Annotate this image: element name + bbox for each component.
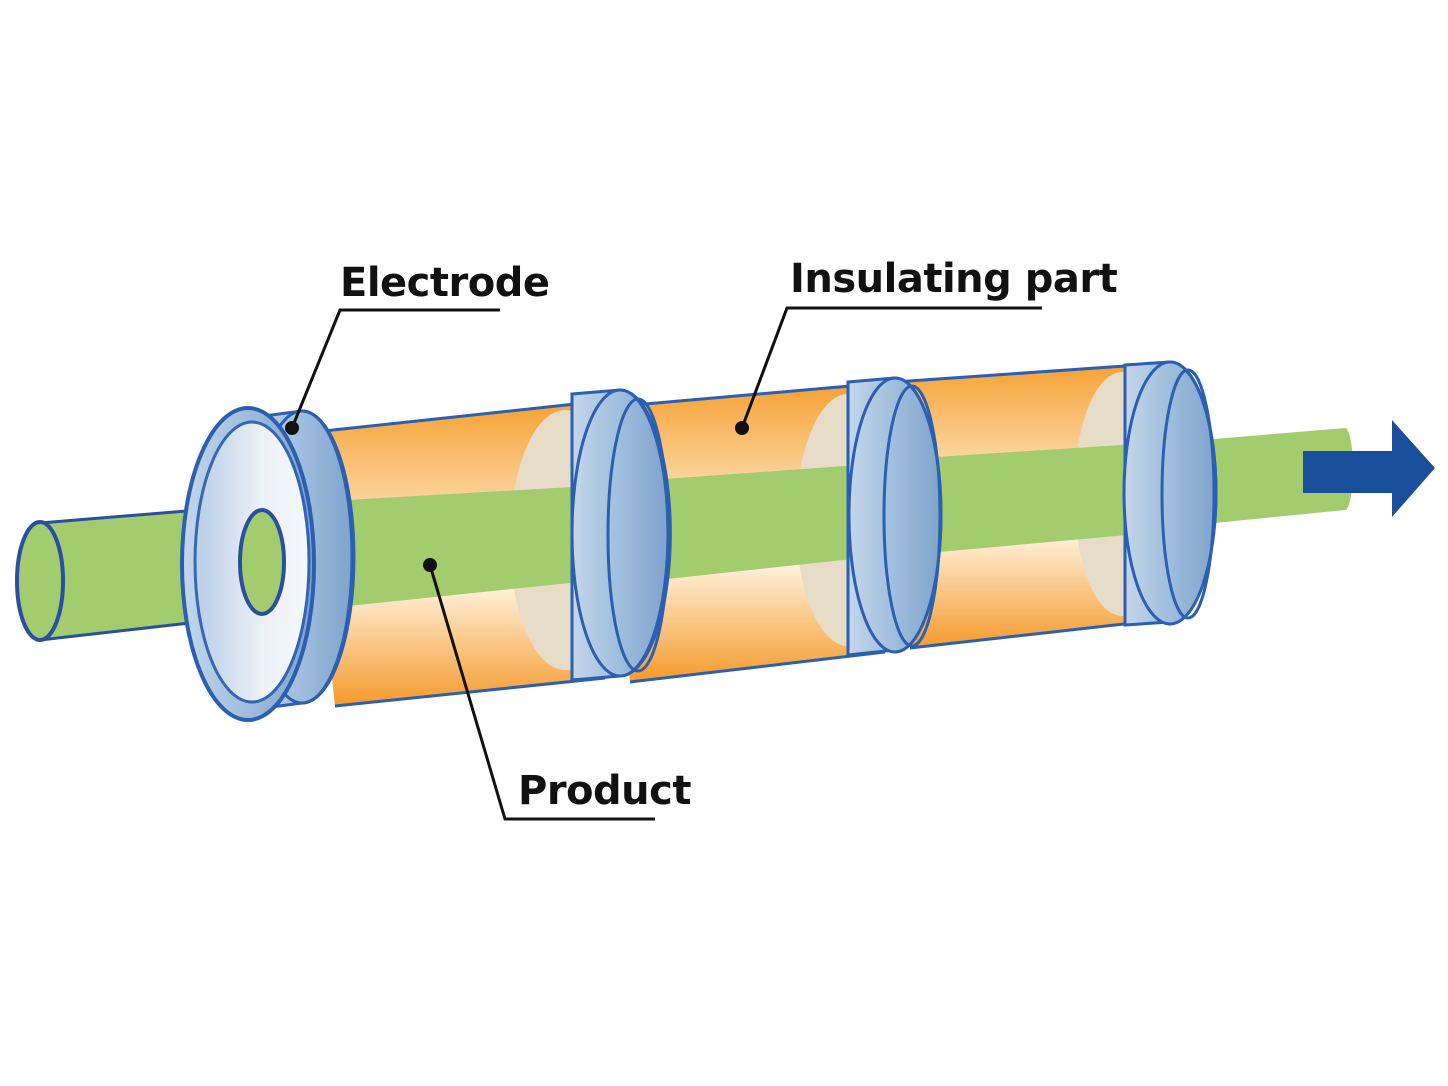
electrode-ring-3 — [846, 376, 943, 657]
electrode-ring-4 — [1122, 360, 1218, 627]
electrode-callout: Electrode — [285, 260, 550, 435]
right-arrow-icon — [1303, 420, 1435, 517]
electrode-label: Electrode — [340, 260, 549, 306]
electrode-ring-2 — [570, 388, 672, 682]
insulating-part-callout: Insulating part — [735, 256, 1118, 435]
insulating-part-label: Insulating part — [790, 256, 1118, 302]
electrode-ring-1 — [180, 406, 356, 722]
product-label: Product — [518, 768, 691, 814]
product-callout: Product — [423, 558, 692, 821]
